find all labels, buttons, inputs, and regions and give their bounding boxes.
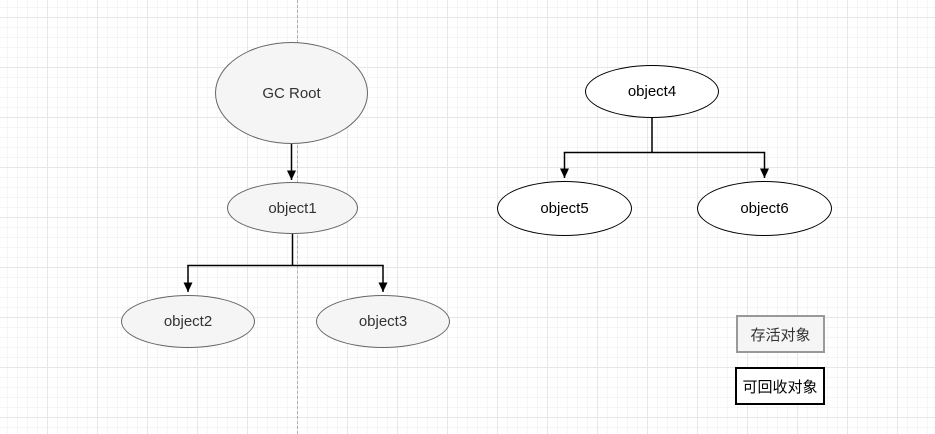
node-gc-root-label: GC Root xyxy=(262,84,321,102)
node-object2-label: object2 xyxy=(163,313,213,330)
node-object6-label: object6 xyxy=(740,200,789,217)
node-object6[interactable]: object6 xyxy=(697,181,832,236)
node-object1[interactable]: object1 xyxy=(227,182,358,234)
node-gc-root[interactable]: GC Root xyxy=(215,42,368,144)
node-object5[interactable]: object5 xyxy=(497,181,632,236)
node-object5-label: object5 xyxy=(540,200,589,217)
legend-collectible-objects[interactable]: 可回收对象 xyxy=(735,367,825,405)
legend-live-objects[interactable]: 存活对象 xyxy=(736,315,825,353)
node-object4[interactable]: object4 xyxy=(585,65,719,118)
node-object2[interactable]: object2 xyxy=(121,295,255,348)
node-object3-label: object3 xyxy=(358,313,408,330)
node-object3[interactable]: object3 xyxy=(316,295,450,348)
node-object4-label: object4 xyxy=(627,83,677,100)
legend-live-label: 存活对象 xyxy=(750,326,811,344)
node-object1-label: object1 xyxy=(268,199,317,217)
legend-collectible-label: 可回收对象 xyxy=(742,378,818,396)
edge-object1-object2-object3[interactable] xyxy=(183,234,388,292)
edge-object4-object5-object6[interactable] xyxy=(560,118,769,178)
